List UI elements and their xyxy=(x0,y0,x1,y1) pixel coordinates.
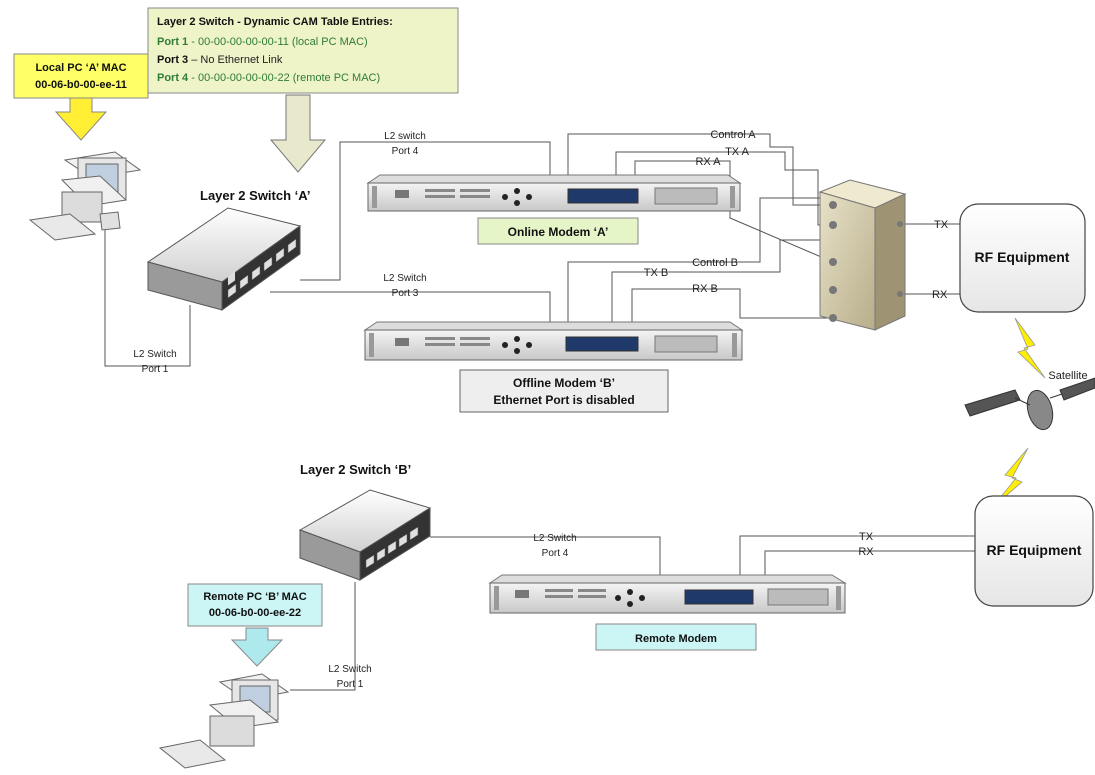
a-port1-label-1: L2 Switch xyxy=(133,349,176,360)
rf-equipment-top: RF Equipment xyxy=(959,203,1086,313)
remote-pc-mac: 00-06-b0-00-ee-22 xyxy=(209,607,301,619)
switch-a-icon xyxy=(146,207,302,311)
rf-equipment-bottom-label: RF Equipment xyxy=(987,542,1082,558)
switch-a-label: Layer 2 Switch ‘A’ xyxy=(200,188,311,203)
online-modem-a-label-box: Online Modem ‘A’ xyxy=(477,217,639,245)
tx-b-label: TX B xyxy=(644,267,668,279)
connection-wires xyxy=(104,133,975,691)
tx-bottom-label: TX xyxy=(859,531,874,543)
rf-equipment-bottom: RF Equipment xyxy=(974,495,1094,607)
redundancy-switch-icon xyxy=(818,179,907,331)
remote-pc-label: Remote PC ‘B’ MAC xyxy=(203,591,306,603)
modem-a-icon xyxy=(366,174,742,212)
b-port4-label-2: Port 4 xyxy=(542,548,569,559)
cam-row-port4: Port 4 - 00-00-00-00-00-22 (remote PC MA… xyxy=(157,72,380,84)
cam-row-port3: Port 3 – No Ethernet Link xyxy=(157,54,283,66)
a-port3-label-1: L2 Switch xyxy=(383,273,426,284)
control-b-label: Control B xyxy=(692,257,738,269)
cam-table-title: Layer 2 Switch - Dynamic CAM Table Entri… xyxy=(157,16,393,28)
rx-a-label: RX A xyxy=(695,156,721,168)
rx-b-label: RX B xyxy=(692,283,718,295)
lightning-top-icon xyxy=(1014,317,1046,379)
satellite-label: Satellite xyxy=(1048,370,1087,382)
switch-b-label: Layer 2 Switch ‘B’ xyxy=(300,462,411,477)
rx-top-label: RX xyxy=(932,289,948,301)
tx-top-label: TX xyxy=(934,219,949,231)
cam-table-box: Layer 2 Switch - Dynamic CAM Table Entri… xyxy=(147,7,459,94)
remote-pc-icon xyxy=(158,673,290,769)
remote-pc-arrow-icon xyxy=(230,627,284,667)
tx-a-label: TX A xyxy=(725,146,750,158)
local-pc-icon xyxy=(28,151,142,241)
cam-row-port1: Port 1 - 00-00-00-00-00-11 (local PC MAC… xyxy=(157,36,368,48)
rx-bottom-label: RX xyxy=(858,546,874,558)
online-modem-a-label: Online Modem ‘A’ xyxy=(508,225,609,239)
offline-modem-b-label-box: Offline Modem ‘B’ Ethernet Port is disab… xyxy=(459,369,669,413)
a-port4-label-2: Port 4 xyxy=(392,146,419,157)
modem-b-icon xyxy=(363,321,744,361)
control-a-label: Control A xyxy=(710,129,756,141)
b-port1-label-2: Port 1 xyxy=(337,679,364,690)
local-pc-label: Local PC ‘A’ MAC xyxy=(35,62,126,74)
offline-modem-b-label-1: Offline Modem ‘B’ xyxy=(513,376,615,390)
switch-b-icon xyxy=(298,489,432,581)
a-port1-label-2: Port 1 xyxy=(142,364,169,375)
offline-modem-b-label-2: Ethernet Port is disabled xyxy=(493,393,634,407)
local-pc-mac: 00-06-b0-00-ee-11 xyxy=(35,79,127,91)
a-port4-label-1: L2 switch xyxy=(384,131,426,142)
local-pc-arrow-icon xyxy=(54,97,108,141)
local-pc-mac-box: Local PC ‘A’ MAC 00-06-b0-00-ee-11 xyxy=(13,53,149,99)
remote-pc-mac-box: Remote PC ‘B’ MAC 00-06-b0-00-ee-22 xyxy=(187,583,323,627)
cam-arrow-icon xyxy=(269,94,327,173)
a-port3-label-2: Port 3 xyxy=(392,288,419,299)
remote-modem-label-box: Remote Modem xyxy=(595,623,757,651)
remote-modem-label: Remote Modem xyxy=(635,633,717,645)
remote-modem-icon xyxy=(488,574,847,614)
b-port4-label-1: L2 Switch xyxy=(533,533,576,544)
satellite-icon xyxy=(964,377,1095,431)
rf-equipment-top-label: RF Equipment xyxy=(975,249,1070,265)
b-port1-label-1: L2 Switch xyxy=(328,664,371,675)
